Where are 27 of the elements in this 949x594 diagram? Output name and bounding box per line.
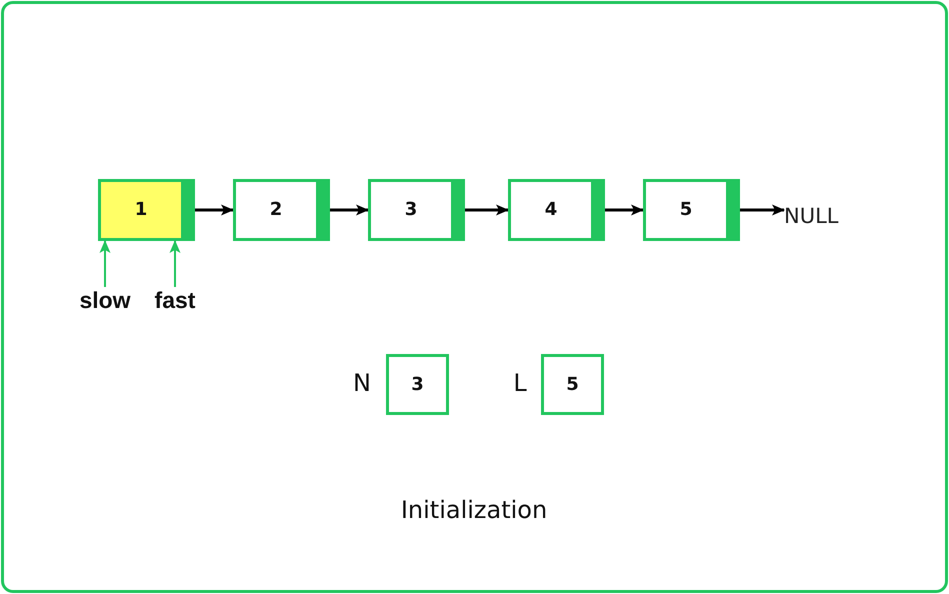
arrow [100,240,110,287]
variable-name: L [513,369,527,397]
arrow [465,204,509,216]
node-value: 1 [134,199,148,221]
variable-box [541,354,604,415]
variable-value: 5 [566,374,579,396]
arrow [330,204,369,216]
variable-box [386,354,449,415]
caption: Initialization [400,495,548,525]
node-value: 2 [270,199,282,221]
node-value: 3 [404,199,418,221]
list-node-box [643,179,740,241]
arrow [195,204,234,216]
node-value: 4 [544,199,558,221]
pointer-label: slow [79,287,131,313]
list-node-box [98,179,195,241]
list-node-box [508,179,605,241]
list-node-box [368,179,465,241]
node-value: 5 [680,199,692,221]
arrow [605,204,644,216]
arrow [170,240,180,287]
variable-name: N [353,369,371,397]
arrow [740,204,785,216]
list-node-box [233,179,330,241]
variable-value: 3 [411,374,424,396]
pointer-label: fast [154,287,196,313]
null-label: NULL [784,204,838,228]
